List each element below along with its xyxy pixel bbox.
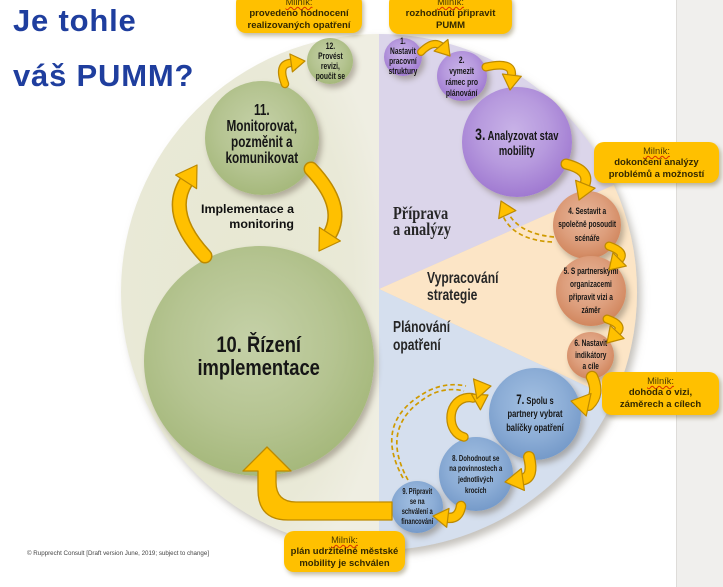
arrow-2-3 (481, 60, 522, 91)
arrowhead (433, 38, 451, 57)
arrowhead (501, 73, 522, 91)
arrow-body (605, 242, 625, 263)
step-7-circle: 7. Spolu s partnery vybrat balíčky opatř… (489, 368, 581, 460)
arrowhead (289, 53, 306, 73)
milestone-vision-text: dohoda o vizi, záměrech a cílech (619, 387, 702, 410)
arrow-body (279, 59, 295, 87)
step-12-circle: 12. Provést revizi, poučit se (307, 38, 353, 84)
arrow-body (418, 41, 444, 55)
copyright-note: © Rupprecht Consult [Draft version June,… (27, 550, 210, 557)
arrowhead (574, 179, 596, 201)
phase-strategy-label: Vypracování strategie (427, 270, 499, 304)
arrowhead (606, 324, 625, 344)
arrow-9-7-dashed (390, 378, 492, 481)
arrow-3-4 (560, 158, 596, 201)
milestone-analysis-text: dokončení analýzy problémů a možností (608, 157, 705, 180)
step-7-number: 7. (516, 392, 525, 408)
milestone-analysis-title: Milník: (643, 146, 670, 156)
arrow-5-6 (602, 314, 625, 344)
step-1-label: 1. Nastavit pracovní struktury (388, 36, 418, 76)
dashed-arrow-line (395, 388, 465, 481)
milestone-evaluation-title: Milník: (285, 0, 313, 7)
step-1-circle: 1. Nastavit pracovní struktury (384, 36, 422, 76)
dashed-arrowhead-4-3 (498, 200, 517, 220)
step-5-label: 5. S partnerskými organizacemi připravit… (563, 266, 619, 315)
step-12-label: 12. Provést revizi, poučit se (315, 40, 345, 82)
step-10-label: 10. Řízení implementace (197, 332, 321, 380)
step-7-text: Spolu s partnery vybrat balíčky opatření (506, 395, 564, 434)
arrowhead (504, 468, 526, 491)
milestone-evaluation: Milník: provedeno hodnocení realizovanýc… (236, 0, 362, 33)
arrow-body (561, 159, 591, 189)
arrow-body (173, 175, 211, 262)
milestone-plan-approved-title: Milník: (331, 535, 358, 545)
milestone-evaluation-text: provedeno hodnocení realizovaných opatře… (247, 8, 351, 31)
milestone-vision: Milník: dohoda o vizi, záměrech a cílech (602, 372, 719, 415)
page-title: Je tohle váš PUMM? (13, 3, 195, 93)
step-3-number: 3. (475, 124, 486, 144)
step-8-circle: 8. Dohodnout se na povinnostech a jednot… (439, 437, 513, 511)
milestone-decision: Milník: rozhodnutí připravit PUMM (389, 0, 512, 34)
arrow-body (305, 163, 341, 241)
arrow-8-9 (432, 500, 467, 528)
milestone-plan-approved: Milník: plán udržitelné městské mobility… (284, 531, 405, 572)
phase-preparation-label: Příprava a analýzy (393, 203, 452, 239)
arrow-7-8 (504, 451, 537, 491)
arrow-11-10 (303, 161, 343, 252)
arrow-body (603, 315, 623, 336)
phase-measures-label: Plánování opatření (393, 319, 451, 354)
step-10-circle: 10. Řízení implementace (144, 246, 374, 476)
arrow-body (583, 372, 601, 410)
phase-implementation-label: Implementace a monitoring (201, 202, 294, 231)
step-8-label: 8. Dohodnout se na povinnostech a jednot… (449, 452, 503, 495)
milestone-analysis: Milník: dokončení analýzy problémů a mož… (594, 142, 719, 183)
step-3-circle: 3. Analyzovat stav mobility (462, 87, 572, 197)
arrow-1-2 (417, 38, 451, 57)
arrowhead (175, 164, 198, 190)
step-6-label: 6. Nastavit indikátory a cíle (574, 338, 607, 372)
step-2-label: 2. vymezit rámec pro plánování (445, 54, 479, 98)
arrow-4-5 (604, 241, 627, 271)
arrow-body (482, 62, 515, 79)
step-11-circle: 11. Monitorovat, pozměnit a komunikovat (205, 81, 319, 195)
dashed-arrow-line (507, 212, 555, 238)
step-9-label: 9. Připravit se na schválení a financová… (400, 487, 433, 526)
arrow-4-3-dashed (498, 200, 555, 243)
step-3-text: Analyzovat stav mobility (487, 127, 559, 158)
arrowhead (570, 392, 592, 417)
arrowhead (318, 226, 341, 252)
arrow-body (443, 502, 465, 522)
milestone-decision-text: rozhodnutí připravit PUMM (405, 8, 496, 31)
dashed-arrow-line (390, 383, 467, 479)
milestone-decision-title: Milník: (437, 0, 464, 7)
arrow-10-11 (171, 164, 213, 264)
arrowhead (432, 507, 450, 528)
step-2-circle: 2. vymezit rámec pro plánování (437, 51, 487, 101)
milestone-plan-approved-text: plán udržitelné městské mobility je schv… (290, 546, 399, 569)
arrow-6-7 (570, 370, 602, 417)
step-3-label: 3. Analyzovat stav mobility (475, 124, 559, 158)
arrow-body (447, 394, 477, 441)
milestone-vision-title: Milník: (647, 376, 674, 386)
arrowhead (608, 252, 627, 271)
step-11-label: 11. Monitorovat, pozměnit a komunikovat (225, 102, 299, 167)
arrow-11-12 (277, 53, 306, 89)
step-9-circle: 9. Připravit se na schválení a financová… (391, 481, 443, 533)
page-side-strip (676, 0, 723, 587)
arrow-9-10 (242, 446, 393, 521)
arrow-8-7-curl (446, 392, 489, 442)
step-4-label: 4. Sestavit a společně posoudit scénáře (558, 206, 616, 243)
arrow-body (518, 452, 536, 485)
dashed-arrowhead-9-7 (472, 378, 492, 400)
dashed-arrow-line (502, 215, 553, 243)
step-7-label: 7. Spolu s partnery vybrat balíčky opatř… (506, 393, 564, 435)
